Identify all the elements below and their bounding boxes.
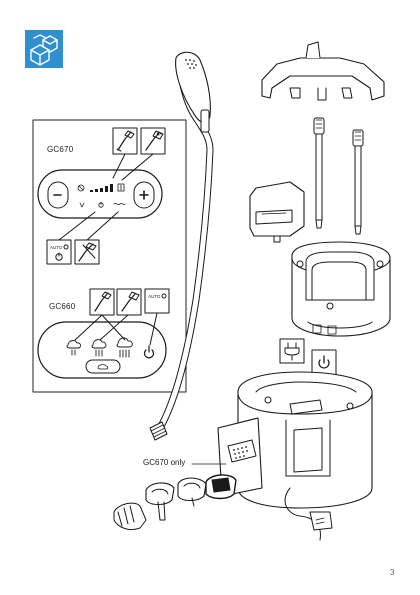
gc670-control-panel (37, 169, 163, 219)
gc660-control-panel (37, 312, 167, 379)
svg-text:AUTO: AUTO (148, 294, 161, 299)
brush-crossed-icon (74, 211, 119, 265)
garment-hanger (261, 41, 385, 101)
nozzle-attachment-1 (145, 482, 175, 521)
brush-icon (121, 127, 166, 181)
nozzle-attachment-2 (177, 477, 207, 507)
svg-text:AUTO: AUTO (50, 245, 63, 250)
brush-attachment (113, 502, 147, 531)
pole-right (352, 129, 364, 235)
power-cord (284, 487, 333, 541)
gc670-only-label: GC670 only (143, 458, 186, 467)
base-unit-small (291, 241, 391, 337)
steam-nozzle-icon (112, 127, 138, 179)
steam-mid-icon (91, 339, 107, 357)
pole-left (313, 117, 325, 229)
steam-nozzle-icon-gc660 (89, 288, 115, 316)
gc670-panel-label: GC670 (47, 145, 74, 154)
page-number: 3 (390, 568, 395, 577)
minus-icon (47, 181, 69, 209)
steam-hose (149, 51, 214, 441)
brush-icon-gc660 (116, 288, 142, 316)
brush-head-attachment (205, 474, 237, 500)
base-unit-large (237, 371, 373, 509)
steam-level-bars (90, 184, 113, 192)
small-indicator-row (79, 201, 126, 208)
auto-off-icon-gc660: AUTO (144, 288, 170, 314)
steam-button (85, 359, 121, 374)
cubes-icon (25, 30, 63, 68)
control-panel-frame (32, 119, 187, 393)
steam-low-icon (66, 340, 81, 356)
plus-icon (133, 181, 155, 209)
plug-icon (279, 338, 305, 364)
gc660-panel-label: GC660 (49, 302, 76, 311)
water-icon (117, 183, 125, 192)
auto-off-icon: AUTO (46, 211, 96, 265)
water-tank (249, 181, 305, 243)
power-icon (143, 345, 155, 359)
steam-high-icon (116, 337, 133, 358)
descale-icon (77, 184, 85, 192)
